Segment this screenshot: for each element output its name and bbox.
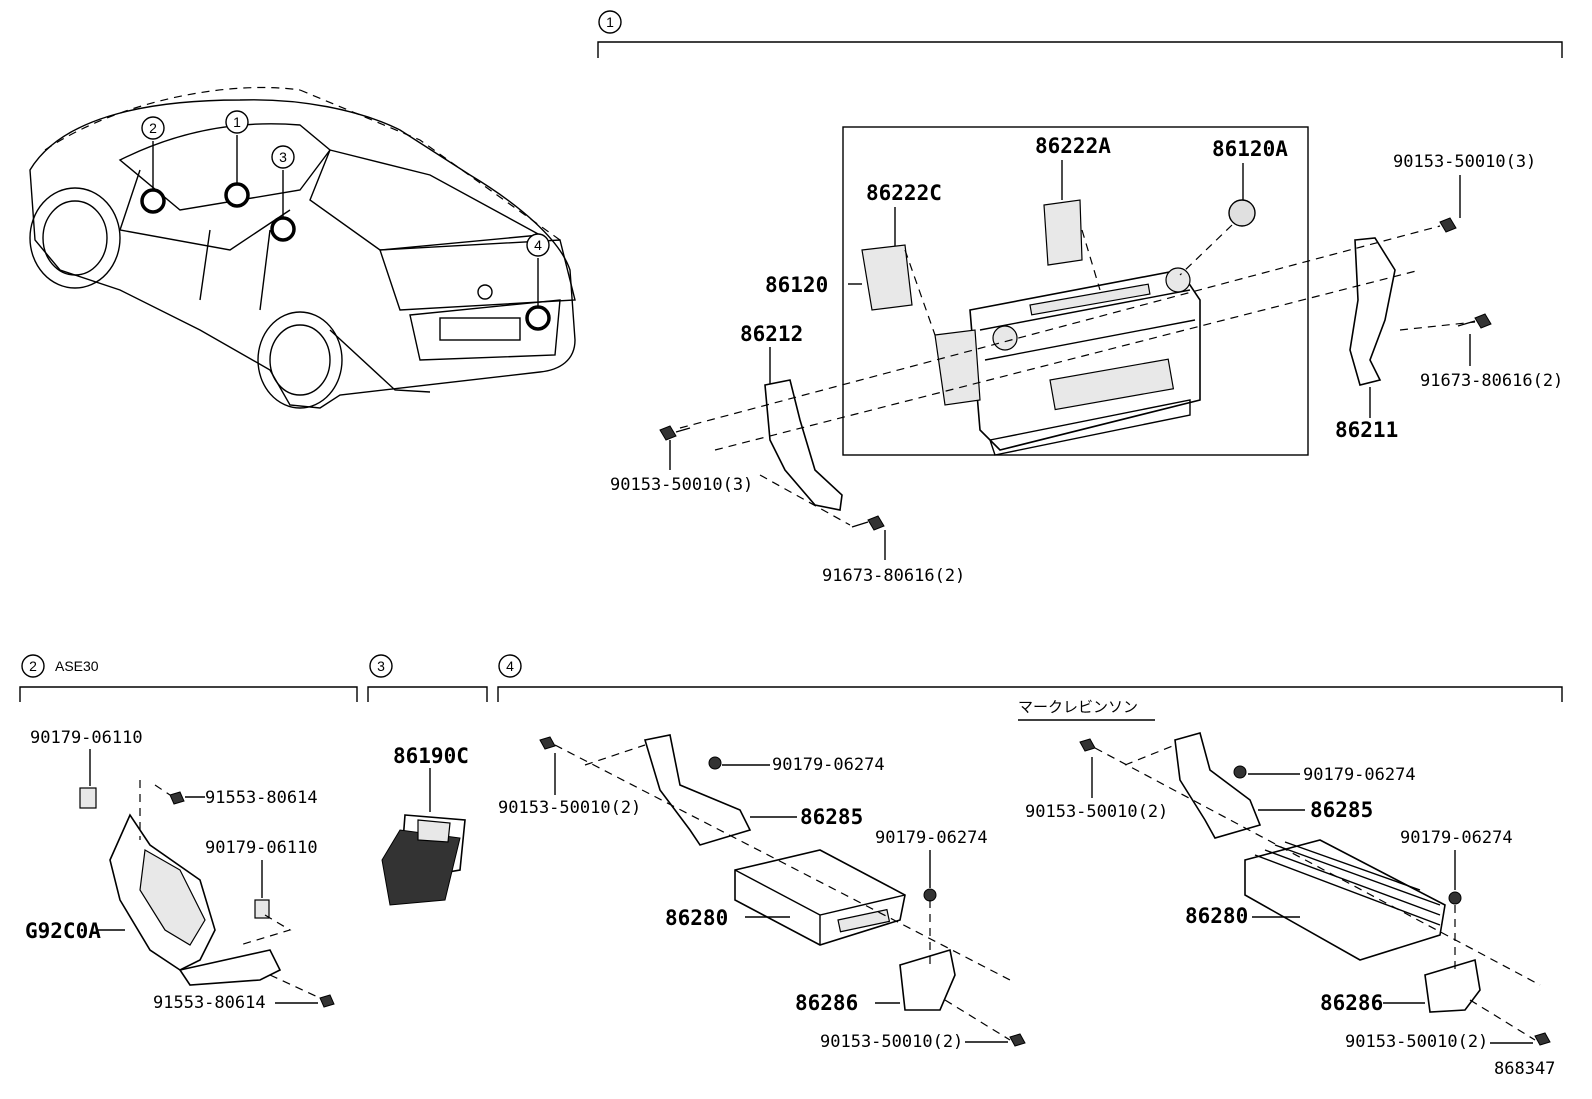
part-86211: 86211: [1335, 418, 1398, 442]
section-2-label: 2: [29, 658, 37, 674]
part-86285-s4a: 86285: [800, 805, 863, 829]
part-86212: 86212: [740, 322, 803, 346]
knob-86120A: [1228, 199, 1256, 227]
part-91673-80616-2-right: 91673-80616(2): [1420, 371, 1563, 391]
part-G92C0A: G92C0A: [25, 919, 101, 943]
part-86286-s4a: 86286: [795, 991, 858, 1015]
car-marker-1: 1: [225, 110, 249, 134]
part-90153-50010-3-left: 90153-50010(3): [610, 475, 753, 495]
switch-86190C: [381, 814, 466, 906]
section-4: 4 マークレビンソン 90153-50010(2): [497, 654, 1563, 1052]
part-90153-50010-2-s4b-bottom: 90153-50010(2): [1345, 1032, 1488, 1052]
section-2-model: ASE30: [55, 658, 99, 674]
diagram-id: 868347: [1494, 1059, 1555, 1079]
switch-86222A: [1043, 199, 1083, 266]
bolt-icon: [1009, 1033, 1026, 1047]
bracket-86212: [764, 379, 843, 511]
section-2: 2 ASE30 90179-06110 91553-80614 90179-06…: [19, 654, 358, 1013]
amplifier-assembly-left: 90153-50010(2) 90179-06274 86285 90179-0…: [498, 734, 1026, 1052]
nut-icon: [1233, 765, 1247, 779]
car-illustration: 2 1 3 4: [29, 86, 576, 409]
part-91553-80614-b: 91553-80614: [153, 993, 266, 1013]
nut-icon: [708, 756, 722, 770]
part-90153-50010-2-s4b: 90153-50010(2): [1025, 802, 1168, 822]
clip-icon: [254, 899, 270, 919]
part-86280-s4a: 86280: [665, 906, 728, 930]
section-3: 3 86190C: [367, 654, 488, 906]
part-86286-s4b: 86286: [1320, 991, 1383, 1015]
amplifier-assembly-right: 90153-50010(2) 90179-06274 86285 90179-0…: [1025, 732, 1551, 1052]
bolt-icon: [1439, 217, 1457, 233]
part-90153-50010-2-s4a-bottom: 90153-50010(2): [820, 1032, 963, 1052]
part-86222A: 86222A: [1035, 134, 1111, 158]
part-90179-06274-s4b-mid: 90179-06274: [1400, 828, 1513, 848]
nut-icon: [1448, 891, 1462, 905]
part-86190C: 86190C: [393, 744, 469, 768]
brand-note: マークレビンソン: [1018, 698, 1138, 716]
part-86120A: 86120A: [1212, 137, 1288, 161]
part-91553-80614-a: 91553-80614: [205, 788, 318, 808]
part-90179-06274-s4b-top: 90179-06274: [1303, 765, 1416, 785]
svg-text:2: 2: [149, 120, 157, 136]
switch-86222C: [861, 244, 913, 311]
svg-text:4: 4: [534, 237, 542, 253]
head-unit-86120: [934, 267, 1201, 456]
bolt-icon: [851, 515, 885, 531]
bolt-icon: [539, 736, 556, 750]
bolt-icon: [169, 791, 185, 805]
section-3-label: 3: [377, 658, 385, 674]
part-90179-06274-s4a-mid: 90179-06274: [875, 828, 988, 848]
part-86280-s4b: 86280: [1185, 904, 1248, 928]
nut-icon: [923, 888, 937, 902]
section-4-label: 4: [506, 658, 514, 674]
bolt-icon: [1534, 1032, 1551, 1046]
bolt-icon: [319, 994, 335, 1008]
part-90179-06110-b: 90179-06110: [205, 838, 318, 858]
bracket-86211: [1349, 237, 1396, 386]
part-86120: 86120: [765, 273, 828, 297]
car-marker-2: 2: [141, 116, 165, 140]
bolt-icon: [1457, 313, 1492, 329]
svg-text:3: 3: [279, 149, 287, 165]
bolt-icon: [659, 425, 691, 441]
part-86285-s4b: 86285: [1310, 798, 1373, 822]
car-marker-4: 4: [526, 233, 550, 257]
svg-text:1: 1: [233, 114, 241, 130]
section-1-label: 1: [606, 14, 614, 30]
part-86222C: 86222C: [866, 181, 942, 205]
part-90153-50010-2-s4a: 90153-50010(2): [498, 798, 641, 818]
part-90179-06274-s4a-top: 90179-06274: [772, 755, 885, 775]
part-90179-06110-a: 90179-06110: [30, 728, 143, 748]
part-90153-50010-3-right: 90153-50010(3): [1393, 152, 1536, 172]
car-marker-3: 3: [271, 145, 295, 169]
section-1: 1: [597, 10, 1563, 586]
bolt-icon: [1079, 738, 1096, 752]
clip-icon: [79, 787, 97, 809]
part-91673-80616-2-left: 91673-80616(2): [822, 566, 965, 586]
